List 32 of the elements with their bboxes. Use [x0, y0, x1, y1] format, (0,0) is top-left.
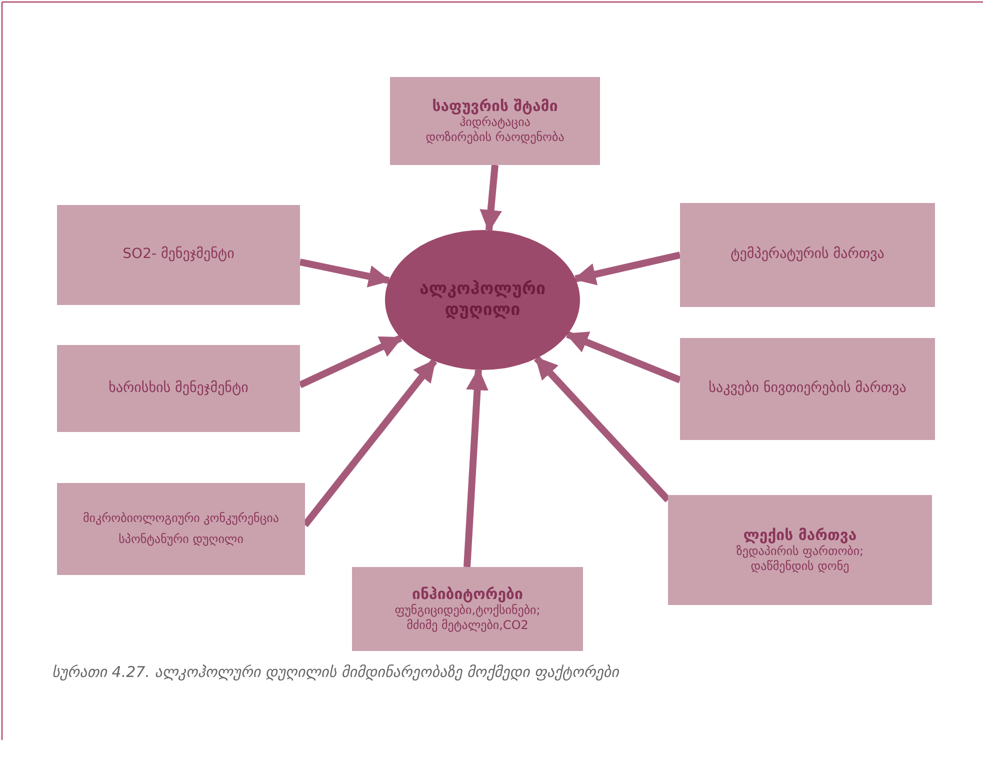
node-text: ზედაპირის ფართობი; [736, 544, 864, 560]
node-text: სპონტანური დუღილი [118, 532, 244, 547]
arrow [534, 356, 671, 502]
factor-box [680, 338, 935, 440]
factor-box [390, 77, 600, 165]
node-text: ფუნგიციდები,ტოქსინები; [394, 603, 540, 618]
arrow [298, 334, 403, 388]
factor-box [352, 567, 583, 651]
figure-caption: სურათი 4.27. ალკოჰოლური დუღილის მიმდინარეობაზე მოქმედი ფაქტორები [52, 663, 619, 681]
factor-box [668, 495, 932, 605]
node-text: საკვები ნივთიერების მართვა [708, 380, 906, 398]
arrow [480, 164, 502, 232]
node-heading: ლექის მართვა [743, 526, 857, 544]
factor-box [57, 483, 305, 575]
arrow [464, 368, 488, 568]
arrow [299, 258, 392, 288]
node-text: ტემპერატურის მართვა [730, 246, 884, 264]
node-text: ჰიდრატაცია [460, 115, 530, 130]
factor-box [57, 205, 300, 305]
node-heading: საფუვრის შტამი [432, 96, 558, 116]
factor-box [680, 203, 935, 307]
arrow [573, 252, 681, 286]
node-text: ხარისხის მენეჯმენტი [108, 380, 248, 398]
arrow [565, 331, 682, 384]
factor-box [57, 345, 300, 432]
node-text: SO2- მენეჯმენტი [122, 246, 234, 264]
node-text: მიკრობიოლოგიური კონკურენცია [83, 511, 279, 526]
node-text: დაწმენდის დონე [750, 559, 850, 574]
node-text: მძიმე მეტალები,CO2 [406, 618, 528, 634]
node-text: დოზირების რაოდენობა [426, 130, 564, 146]
node-heading: ინჰიბიტორები [412, 584, 523, 604]
central-ellipse [385, 230, 580, 370]
